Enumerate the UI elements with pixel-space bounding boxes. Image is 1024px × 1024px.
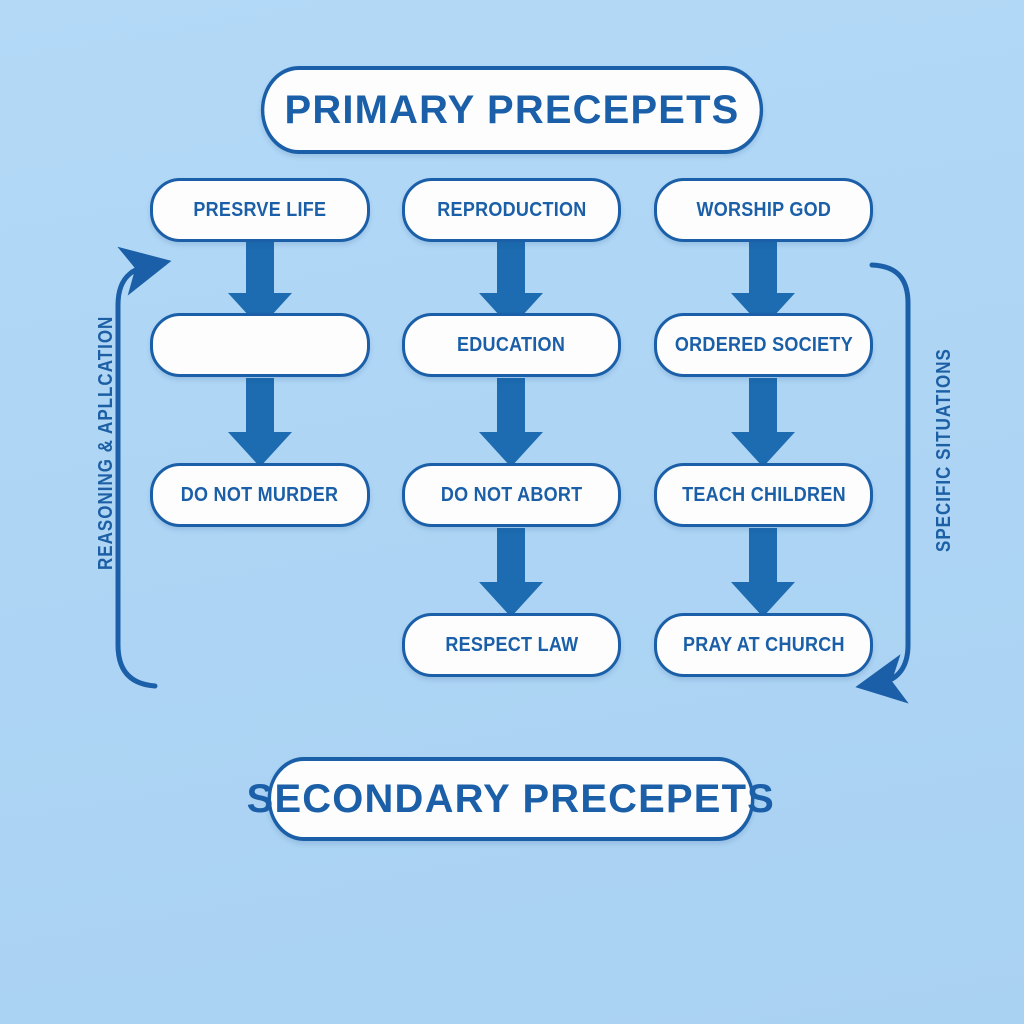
left-bracket-arrow bbox=[115, 246, 172, 689]
node-ordered-society[interactable]: ORDERED SOCIETY bbox=[654, 313, 873, 377]
node-label: PRAY AT CHURCH bbox=[682, 633, 845, 656]
node-label: DO NOT MURDER bbox=[181, 483, 339, 506]
primary-precepts-banner[interactable]: PRIMARY PRECEPETS bbox=[260, 66, 764, 154]
node-education[interactable]: EDUCATION bbox=[402, 313, 621, 377]
node-worship-god[interactable]: WORSHIP GOD bbox=[654, 178, 873, 242]
node-label: RESPECT LAW bbox=[444, 633, 578, 656]
flow-arrow bbox=[228, 378, 292, 467]
node-label: DO NOT ABORT bbox=[440, 483, 583, 506]
node-preserve-life-blank[interactable] bbox=[150, 313, 370, 377]
node-label: WORSHIP GOD bbox=[696, 198, 831, 221]
node-preserve-life[interactable]: PRESRVE LIFE bbox=[150, 178, 370, 242]
primary-precepts-label: PRIMARY PRECEPETS bbox=[284, 87, 740, 132]
node-label: PRESRVE LIFE bbox=[193, 198, 327, 221]
node-label: TEACH CHILDREN bbox=[681, 483, 846, 506]
node-pray-at-church[interactable]: PRAY AT CHURCH bbox=[654, 613, 873, 677]
side-label-specific-situations: SPECIFIC SITUATIONS bbox=[932, 348, 955, 552]
flow-arrow bbox=[731, 378, 795, 467]
node-label: REPRODUCTION bbox=[436, 198, 587, 221]
flow-arrow bbox=[731, 528, 795, 617]
node-label: EDUCATION bbox=[457, 333, 566, 356]
side-label-reasoning: REASONING & APLLCATION bbox=[94, 315, 117, 570]
node-respect-law[interactable]: RESPECT LAW bbox=[402, 613, 621, 677]
node-reproduction[interactable]: REPRODUCTION bbox=[402, 178, 621, 242]
secondary-precepts-banner[interactable]: SECONDARY PRECEPETS bbox=[247, 757, 774, 841]
secondary-precepts-label: SECONDARY PRECEPETS bbox=[246, 776, 776, 821]
right-bracket-arrow bbox=[855, 262, 911, 704]
flow-arrow bbox=[479, 378, 543, 467]
flow-arrow bbox=[479, 528, 543, 617]
node-do-not-murder[interactable]: DO NOT MURDER bbox=[150, 463, 370, 527]
node-teach-children[interactable]: TEACH CHILDREN bbox=[654, 463, 873, 527]
node-label: ORDERED SOCIETY bbox=[674, 333, 853, 356]
node-do-not-abort[interactable]: DO NOT ABORT bbox=[402, 463, 621, 527]
